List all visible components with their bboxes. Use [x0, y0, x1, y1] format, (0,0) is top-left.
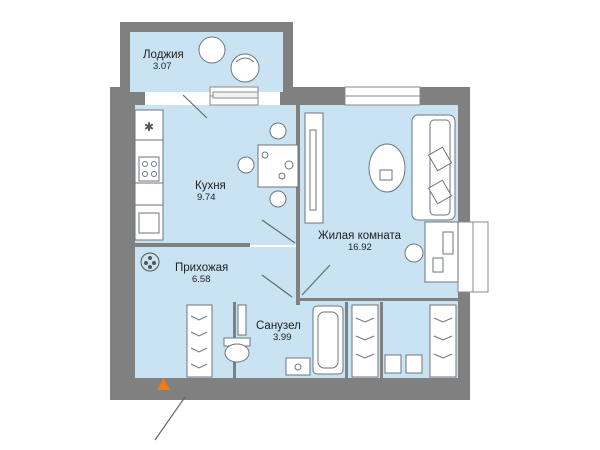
hall-closets [351, 304, 457, 378]
dryer [405, 354, 423, 374]
loggia-area: 3.07 [153, 61, 172, 73]
dining-set [237, 122, 299, 208]
hallway-label: Прихожая 6.58 [175, 262, 228, 286]
loggia-window-strip [212, 91, 259, 99]
bathroom-fixtures [223, 305, 344, 376]
desk-chair [404, 243, 424, 263]
electrical-panel-icon [140, 252, 160, 272]
loggia-furniture [198, 36, 260, 83]
hallway-area: 6.58 [192, 274, 211, 286]
living-label: Жилая комната 16.92 [318, 230, 401, 254]
kitchen-name: Кухня [195, 180, 226, 192]
entrance-marker-icon [157, 378, 170, 390]
kitchen-sink [138, 212, 160, 234]
stove [138, 156, 160, 182]
bathroom-label: Санузел 3.99 [256, 320, 301, 344]
living-name: Жилая комната [318, 230, 402, 242]
living-area: 16.92 [348, 242, 372, 254]
washing-machine [384, 354, 402, 374]
toilet [224, 343, 250, 363]
loggia-name: Лоджия [143, 49, 184, 61]
living-furniture [304, 112, 459, 283]
kitchen-counters [134, 109, 164, 241]
outer-walls [110, 22, 470, 400]
ventilation-icon: ✱ [144, 120, 154, 134]
hallway-items [186, 304, 247, 378]
door-swings [154, 94, 331, 441]
kitchen-area: 9.74 [197, 192, 216, 204]
hallway-floor [135, 247, 298, 378]
loggia-table [198, 36, 226, 64]
coffee-table [368, 143, 406, 193]
loggia-label: Лоджия 3.07 [143, 49, 184, 73]
windows [209, 86, 489, 293]
hallway-name: Прихожая [175, 262, 229, 274]
shoe-rack [237, 304, 247, 336]
bathroom-name: Санузел [256, 320, 301, 332]
kitchen-label: Кухня 9.74 [195, 180, 226, 204]
wardrobe [186, 304, 213, 378]
bathroom-area: 3.99 [273, 332, 292, 344]
